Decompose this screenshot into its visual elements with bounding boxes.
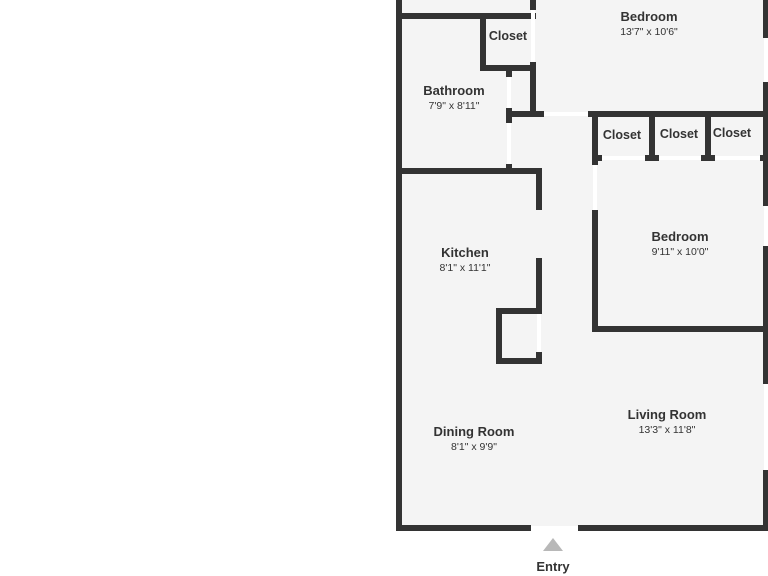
wall-kitchen-peninsula-top [496,308,542,314]
wall-closets-top [588,111,768,117]
wall-outer-right-3 [763,246,768,384]
dining-room-dims: 8'1" x 9'9" [451,441,497,453]
entry-door-opening [531,526,578,530]
wall-bath-closet-left [480,17,486,69]
doorway-bedroom-mid [593,165,597,210]
entry-arrow-icon [543,538,563,551]
bathroom-dims: 7'9" x 8'11" [429,100,480,112]
wall-bathroom-bottom [398,168,542,174]
wall-bedroom-top-left-upper [530,0,536,10]
wall-closet-divider-1 [649,111,655,161]
wall-bathroom-right-upper [506,67,512,77]
floor-area [398,0,768,530]
wall-outer-bottom-left [396,525,531,531]
window-kitchen-peninsula [537,314,541,352]
wall-outer-right-1 [763,0,768,38]
dining-room-name: Dining Room [434,424,515,439]
wall-closets-bottom-3 [701,155,715,161]
wall-kitchen-peninsula-right [536,352,542,364]
wall-closets-bottom-2 [645,155,659,161]
doorway-bathroom-2 [507,123,511,164]
entry-label: Entry [536,559,570,574]
bedroom-top-dims: 13'7" x 10'6" [620,26,678,38]
doorway-hall-top [544,112,588,116]
doorway-closet-2 [659,156,701,160]
bathroom-name: Bathroom [423,83,484,98]
wall-bedroom-mid-left-lower [592,210,598,332]
wall-top-strip [398,13,536,19]
window-right-3 [764,384,768,470]
window-right-2 [764,206,768,246]
wall-kitchen-peninsula-bottom [496,358,542,364]
window-right-1 [764,38,768,82]
doorway-closet-1 [602,156,645,160]
wall-hall-top [508,111,544,117]
bath-closet-label: Closet [489,29,528,43]
wall-bedroom-top-left-lower [530,62,536,116]
wall-closets-left [592,111,598,163]
window-bedroom-top-left [531,10,535,62]
closet-1-label: Closet [603,128,642,142]
wall-outer-left [396,0,402,531]
wall-outer-right-2 [763,82,768,206]
living-room-name: Living Room [628,407,707,422]
wall-bedroom-mid-left-upper [592,155,598,165]
doorway-bathroom-1 [507,77,511,108]
wall-bedroom-mid-bottom [592,326,768,332]
wall-kitchen-right-upper [536,168,542,210]
kitchen-dims: 8'1" x 11'1" [440,262,491,274]
closet-2-label: Closet [660,127,699,141]
wall-kitchen-peninsula-vert [536,258,542,314]
wall-kitchen-peninsula-left [496,308,502,364]
living-room-dims: 13'3" x 11'8" [639,424,696,436]
wall-outer-right-4 [763,470,768,531]
bedroom-top-name: Bedroom [620,9,677,24]
doorway-closet-3 [715,156,760,160]
kitchen-name: Kitchen [441,245,489,260]
bedroom-mid-name: Bedroom [651,229,708,244]
walls [396,0,768,531]
bedroom-mid-dims: 9'11" x 10'0" [652,246,709,258]
wall-closet-divider-2 [705,111,711,161]
openings [507,10,768,530]
closet-3-label: Closet [713,126,752,140]
wall-outer-bottom-right [578,525,768,531]
